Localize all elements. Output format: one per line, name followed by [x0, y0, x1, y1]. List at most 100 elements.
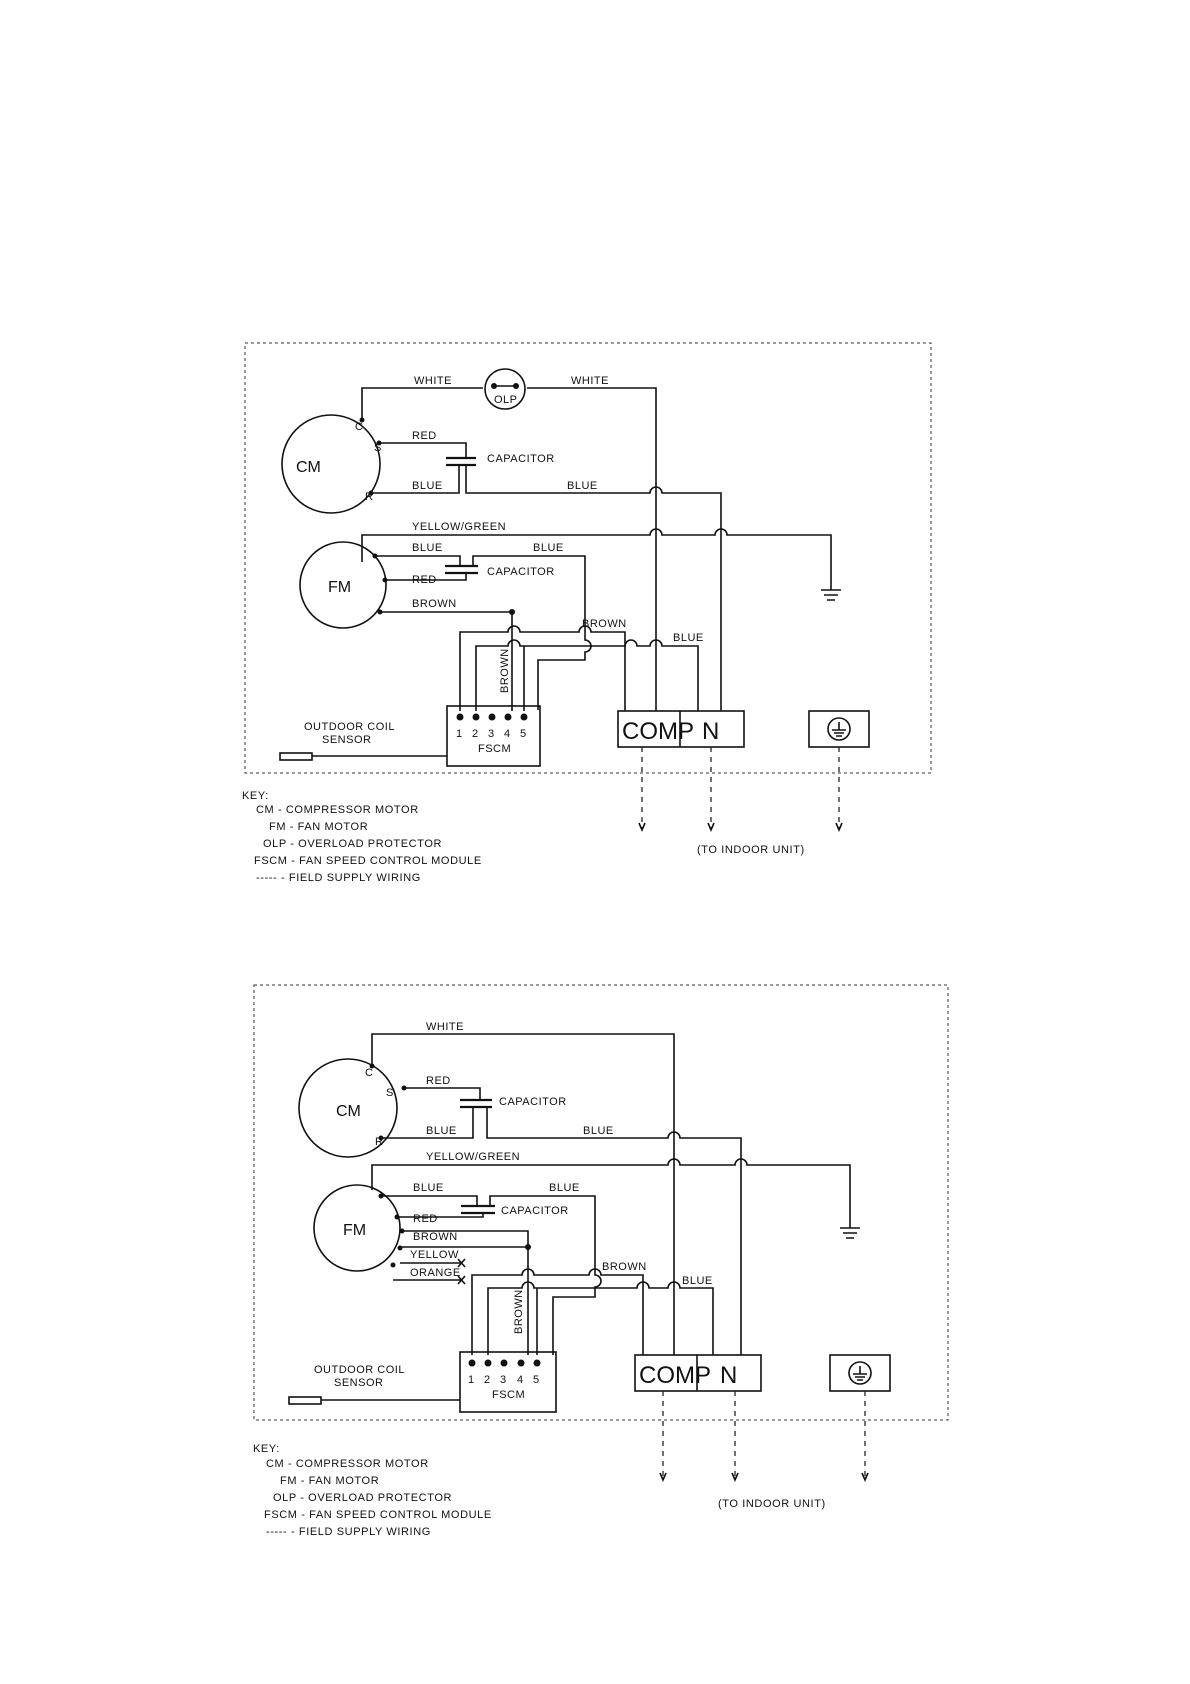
diagram1-key: KEY: CM - COMPRESSOR MOTOR FM - FAN MOTO… [242, 790, 482, 884]
sensor-label-line2: SENSOR [322, 734, 371, 746]
fm-label: FM [328, 579, 351, 596]
fan-motor: FM [299, 541, 388, 629]
wire-label-white-right: WHITE [571, 375, 609, 387]
sensor-label-line1-2: OUTDOOR COIL [314, 1364, 405, 1376]
wire-label-red-cm: RED [412, 430, 437, 442]
wire-label-brown-vertical: BROWN [499, 648, 511, 693]
wire-label-brown-mid: BROWN [582, 618, 627, 630]
fscm-pin-1: 1 [456, 728, 463, 740]
fm-capacitor-2: CAPACITOR [461, 1204, 569, 1217]
cm-terminal-r-2: R [375, 1136, 383, 1148]
cm-capacitor: CAPACITOR [446, 453, 555, 467]
wire-label-red-cm-2: RED [426, 1075, 451, 1087]
comp-n-terminal-block-2: COMP N [634, 1354, 762, 1392]
wire-label-brown-fm: BROWN [412, 598, 457, 610]
terminal-comp: COMP [622, 718, 694, 745]
fscm-pin-4-2: 4 [517, 1374, 524, 1386]
fan-speed-control-module: 1 2 3 4 5 FSCM [446, 705, 541, 767]
fscm-pin-3: 3 [488, 728, 495, 740]
olp-label: OLP [494, 394, 518, 406]
key-item-fm-2: FM - FAN MOTOR [280, 1475, 379, 1487]
fscm-pin-2-2: 2 [484, 1374, 491, 1386]
to-indoor-unit-label: (TO INDOOR UNIT) [697, 844, 805, 856]
earth-terminal [808, 710, 870, 748]
sensor-label-line2-2: SENSOR [334, 1377, 383, 1389]
wire-label-blue-n-2: BLUE [682, 1275, 713, 1287]
wire-label-white-left: WHITE [414, 375, 452, 387]
wiring-diagram-without-olp: CM C S R WHITE CAPACITOR RED BLUE BLUE Y… [253, 984, 949, 1538]
wire-label-brown-fm-2: BROWN [413, 1231, 458, 1243]
cm-capacitor-2: CAPACITOR [460, 1096, 567, 1109]
outdoor-coil-sensor: OUTDOOR COIL SENSOR [279, 721, 447, 761]
fan-speed-control-module-2: 1 2 3 4 5 FSCM [459, 1351, 557, 1413]
wire-label-brown-mid-2: BROWN [602, 1261, 647, 1273]
wire-label-blue-fm-right-2: BLUE [549, 1182, 580, 1194]
cm-label-2: CM [336, 1103, 361, 1120]
sensor-label-line1: OUTDOOR COIL [304, 721, 395, 733]
to-indoor-unit-label-2: (TO INDOOR UNIT) [718, 1498, 826, 1510]
fm-label-2: FM [343, 1222, 366, 1239]
key-item-field-wiring: ----- - FIELD SUPPLY WIRING [256, 872, 421, 884]
terminal-n: N [702, 718, 719, 745]
key-title-2: KEY: [253, 1443, 280, 1455]
wire-label-blue-cm: BLUE [412, 480, 443, 492]
cm-terminal-r: R [365, 491, 373, 503]
wire-label-yellow-green-2: YELLOW/GREEN [426, 1151, 520, 1163]
overload-protector: OLP [484, 368, 526, 410]
diagram2-key: KEY: CM - COMPRESSOR MOTOR FM - FAN MOTO… [253, 1443, 492, 1538]
terminal-comp-2: COMP [639, 1362, 711, 1389]
key-item-fm: FM - FAN MOTOR [269, 821, 368, 833]
key-item-olp: OLP - OVERLOAD PROTECTOR [263, 838, 442, 850]
earth-terminal-2 [829, 1354, 891, 1392]
wire-label-blue-fm: BLUE [412, 542, 443, 554]
cm-terminal-s: S [374, 442, 382, 454]
fscm-pin-3-2: 3 [500, 1374, 507, 1386]
cm-terminal-c: C [355, 421, 363, 433]
ground-symbol [821, 589, 841, 601]
fscm-pin-5: 5 [520, 728, 527, 740]
cm-capacitor-label: CAPACITOR [487, 453, 555, 465]
wire-label-blue-long: BLUE [567, 480, 598, 492]
ground-symbol-2 [840, 1227, 860, 1239]
outdoor-unit-boundary [244, 342, 932, 774]
fscm-pin-1-2: 1 [468, 1374, 475, 1386]
key-item-fscm-2: FSCM - FAN SPEED CONTROL MODULE [264, 1509, 492, 1521]
key-item-cm-2: CM - COMPRESSOR MOTOR [266, 1458, 429, 1470]
fm-capacitor-label: CAPACITOR [487, 566, 555, 578]
fan-motor-2: FM [313, 1184, 405, 1272]
fm-capacitor-label-2: CAPACITOR [501, 1205, 569, 1217]
outdoor-unit-boundary-2 [253, 984, 949, 1421]
key-item-fscm: FSCM - FAN SPEED CONTROL MODULE [254, 855, 482, 867]
wire-label-blue-cm-2: BLUE [426, 1125, 457, 1137]
wire-label-blue-fm-right: BLUE [533, 542, 564, 554]
fscm-pin-5-2: 5 [533, 1374, 540, 1386]
cm-label: CM [296, 459, 321, 476]
comp-n-terminal-block: COMP N [617, 710, 745, 748]
wire-label-brown-vertical-2: BROWN [513, 1289, 525, 1334]
fscm-label-2: FSCM [492, 1389, 525, 1401]
key-title: KEY: [242, 790, 269, 802]
cm-capacitor-label-2: CAPACITOR [499, 1096, 567, 1108]
wire-label-yellow-green: YELLOW/GREEN [412, 521, 506, 533]
outdoor-coil-sensor-2: OUTDOOR COIL SENSOR [288, 1364, 460, 1405]
key-item-field-wiring-2: ----- - FIELD SUPPLY WIRING [266, 1526, 431, 1538]
wire-label-red-fm: RED [412, 574, 437, 586]
wiring-diagram-with-olp: CM C S R WHITE OLP WHITE CAPACITOR RED B… [242, 342, 932, 884]
fscm-pin-4: 4 [504, 728, 511, 740]
wire-label-white-2: WHITE [426, 1021, 464, 1033]
cm-terminal-s-2: S [386, 1087, 394, 1099]
key-item-cm: CM - COMPRESSOR MOTOR [256, 804, 419, 816]
fscm-pin-2: 2 [472, 728, 479, 740]
cm-terminal-c-2: C [365, 1067, 373, 1079]
key-item-olp-2: OLP - OVERLOAD PROTECTOR [273, 1492, 452, 1504]
wire-label-blue-long-2: BLUE [583, 1125, 614, 1137]
fm-capacitor: CAPACITOR [445, 564, 555, 578]
wire-label-orange-2: ORANGE [410, 1267, 461, 1279]
fscm-label: FSCM [478, 743, 511, 755]
wire-label-blue-fm-2: BLUE [413, 1182, 444, 1194]
compressor-motor-2: CM C S R [298, 1058, 407, 1158]
wire-label-red-fm-2: RED [413, 1213, 438, 1225]
terminal-n-2: N [720, 1362, 737, 1389]
wire-label-blue-n: BLUE [673, 632, 704, 644]
